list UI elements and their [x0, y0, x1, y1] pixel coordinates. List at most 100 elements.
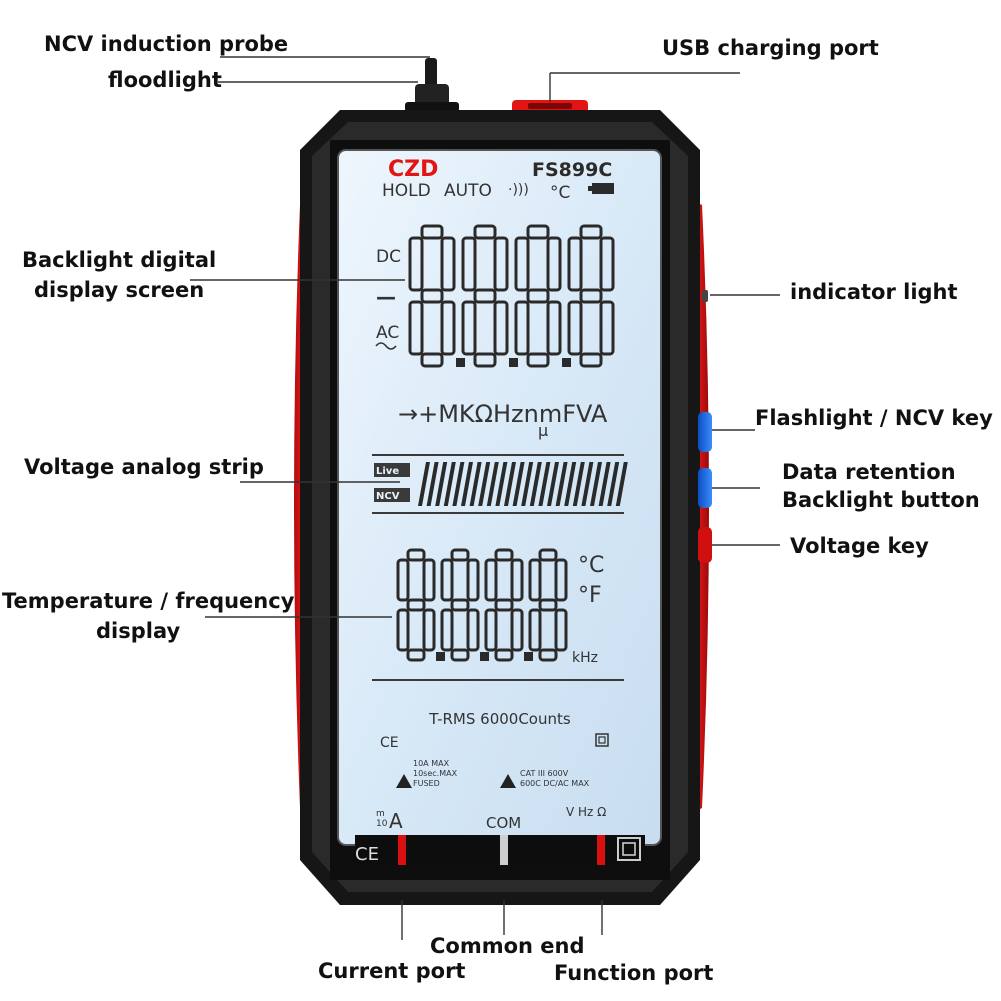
main-decimal-1: [456, 358, 465, 367]
callout-ncv-probe: NCV induction probe: [44, 32, 289, 56]
warn1-line2: 10sec.MAX: [413, 769, 458, 778]
main-decimal-2: [509, 358, 518, 367]
main-digit-3: [514, 224, 562, 368]
main-digit-4: [567, 224, 615, 368]
warn1-line1: 10A MAX: [413, 759, 450, 768]
model-label: FS899C: [532, 159, 612, 181]
strip-bar: [418, 462, 430, 506]
callout-backlight-1: Backlight digital: [22, 248, 217, 272]
com-port: [500, 835, 508, 865]
temp-digit-3: [484, 548, 524, 662]
callout-data-retention-1: Data retention: [782, 460, 956, 484]
ac-wave-icon: [375, 342, 397, 350]
data-retention-button: [698, 468, 712, 508]
callout-function-port: Function port: [554, 961, 714, 985]
strip-bar: [521, 462, 534, 506]
ce-large-mark: CE: [355, 844, 379, 865]
strip-live-label: Live: [376, 466, 399, 477]
callout-backlight-2: display screen: [34, 278, 205, 302]
temp-celsius-unit: °C: [578, 553, 604, 578]
strip-bar: [607, 462, 620, 506]
strip-bar: [426, 462, 439, 506]
callout-voltage-strip: Voltage analog strip: [24, 455, 264, 479]
callout-indicator-light: indicator light: [790, 280, 958, 304]
temp-fahrenheit-unit: °F: [578, 583, 602, 608]
temp-digit-2: [440, 548, 480, 662]
warning-icon-2: [500, 774, 516, 788]
strip-bar: [598, 462, 611, 506]
strip-bar: [452, 462, 465, 506]
double-insulation-icon-small: [595, 733, 609, 747]
callout-common-end: Common end: [430, 934, 585, 958]
strip-bar: [504, 462, 516, 506]
temp-digit-display: [396, 548, 568, 662]
main-digit-1: [408, 224, 456, 368]
temp-khz-unit: kHz: [572, 650, 598, 666]
warn2-line2: 600C DC/AC MAX: [520, 779, 590, 788]
strip-bar: [478, 462, 491, 506]
callout-usb-port: USB charging port: [662, 36, 879, 60]
warn2-line1: CAT III 600V: [520, 769, 569, 778]
strip-bar: [495, 462, 508, 506]
temp-decimal-3: [524, 652, 533, 661]
strip-bar: [615, 462, 628, 506]
callout-floodlight: floodlight: [108, 68, 222, 92]
main-digit-display: [408, 224, 615, 368]
current-port: [398, 835, 406, 865]
main-digit-2: [461, 224, 509, 368]
strip-bar: [486, 462, 499, 506]
port-com-label: COM: [486, 814, 521, 832]
main-decimal-3: [562, 358, 571, 367]
temp-decimal-2: [480, 652, 489, 661]
strip-bar: [512, 462, 525, 506]
callout-temp-2: display: [96, 619, 181, 643]
hold-indicator: HOLD: [382, 181, 431, 201]
strip-bar: [547, 462, 559, 506]
micro-unit: µ: [538, 421, 548, 440]
dc-indicator: DC: [376, 247, 401, 267]
ce-small-mark: CE: [380, 735, 399, 751]
leader-lines: [190, 56, 780, 940]
strip-bar: [564, 462, 577, 506]
trms-label: T-RMS 6000Counts: [428, 710, 571, 728]
callout-current-port: Current port: [318, 959, 466, 983]
double-insulation-icon-large: [617, 837, 641, 861]
sound-indicator: ·))): [508, 182, 529, 198]
strip-bar: [581, 462, 594, 506]
strip-bar: [590, 462, 602, 506]
port-left-a: A: [389, 809, 403, 833]
function-port: [597, 835, 605, 865]
temp-digit-1: [396, 548, 436, 662]
temp-decimal-1: [436, 652, 445, 661]
strip-ncv-label: NCV: [376, 491, 400, 502]
strip-bar: [435, 462, 448, 506]
brand-label: CZD: [388, 157, 438, 182]
warn1-line3: FUSED: [413, 779, 440, 788]
strip-bar: [529, 462, 542, 506]
battery-icon: [592, 183, 614, 194]
voltage-analog-strip: [418, 462, 628, 506]
strip-bar: [461, 462, 473, 506]
indicator-light: [702, 290, 708, 302]
callout-data-retention-2: Backlight button: [782, 488, 980, 512]
port-right-label: V Hz Ω: [566, 805, 606, 819]
warning-icon-1: [396, 774, 412, 788]
ac-indicator: AC: [376, 323, 399, 343]
minus-indicator: —: [376, 285, 396, 309]
strip-bar: [572, 462, 585, 506]
voltage-button: [698, 527, 712, 563]
strip-bar: [555, 462, 568, 506]
auto-indicator: AUTO: [444, 181, 492, 201]
strip-bar: [443, 462, 456, 506]
flashlight-ncv-button: [698, 412, 712, 452]
units-row: →+MKΩHznmFVA: [398, 400, 608, 428]
strip-bar: [469, 462, 482, 506]
temp-digit-4: [528, 548, 568, 662]
callout-flashlight-key: Flashlight / NCV key: [755, 406, 993, 430]
celsius-indicator: °C: [550, 183, 570, 203]
strip-bar: [538, 462, 551, 506]
ncv-probe: [405, 58, 459, 112]
port-left-m: m: [376, 809, 385, 819]
callout-voltage-key: Voltage key: [790, 534, 929, 558]
